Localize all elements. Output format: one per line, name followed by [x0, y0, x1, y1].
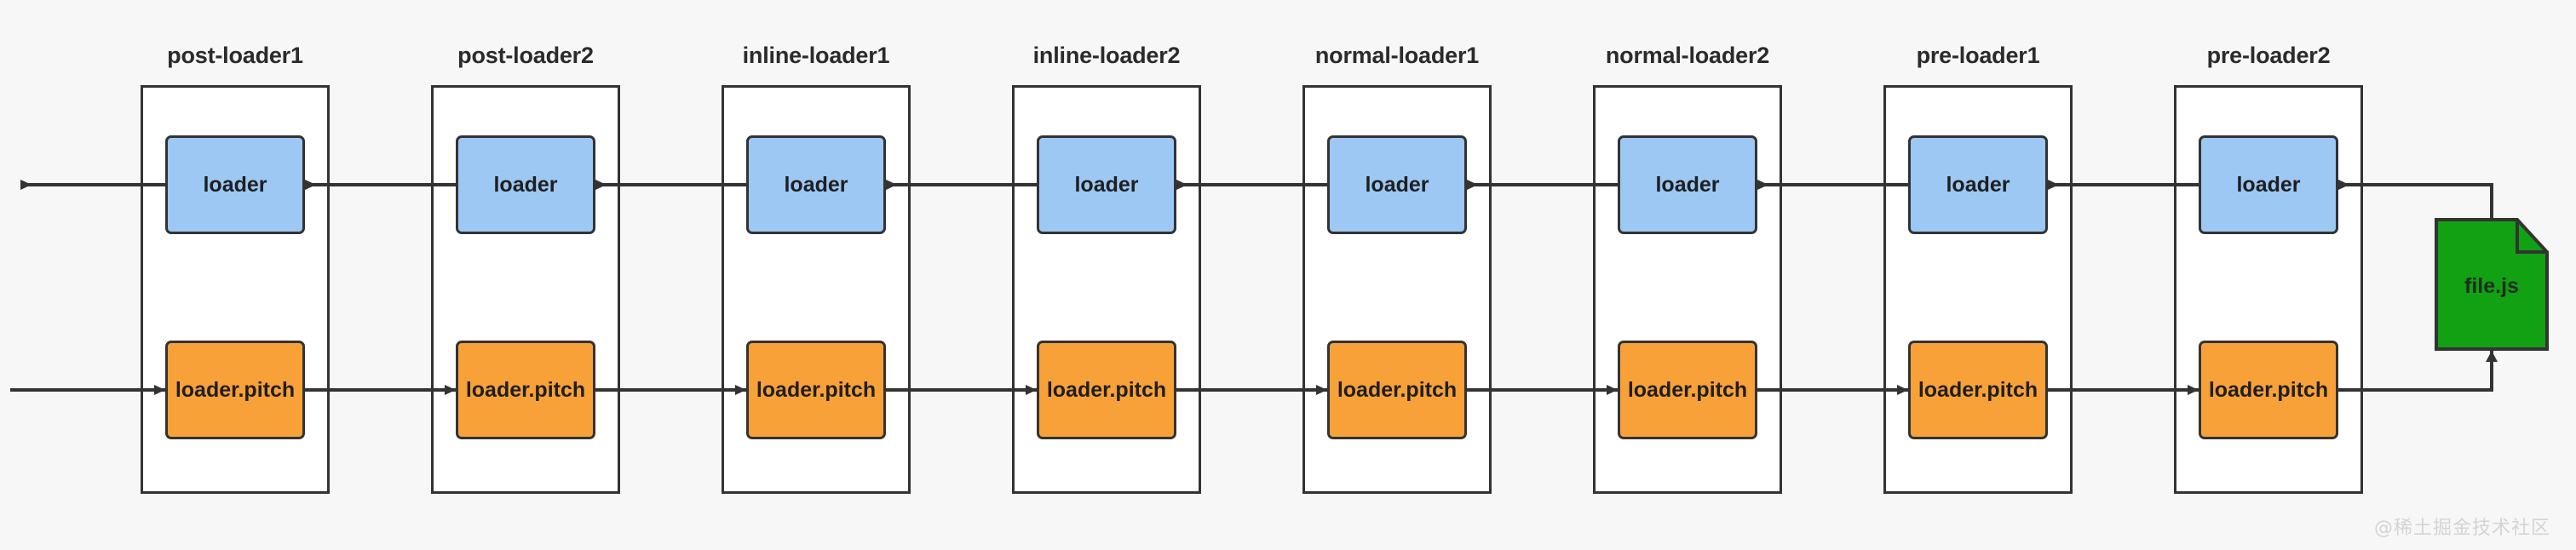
arrow-pitch-to-file [2338, 351, 2498, 392]
loader-node-pre-loader2[interactable]: loader [2199, 135, 2338, 234]
loader-node-normal-loader1[interactable]: loader [1327, 135, 1467, 234]
lane-title-normal-loader1: normal-loader1 [1314, 43, 1480, 68]
pitch-node-pre-loader1[interactable]: loader.pitch [1908, 341, 2048, 439]
lane-title-pre-loader2: pre-loader2 [2206, 43, 2331, 68]
lane-title-pre-loader1: pre-loader1 [1916, 43, 2040, 68]
lane-title-inline-loader1: inline-loader1 [742, 43, 890, 68]
loader-node-inline-loader1[interactable]: loader [746, 135, 886, 234]
loader-node-normal-loader2[interactable]: loader [1618, 135, 1757, 234]
arrow-file-to-loader [2338, 183, 2493, 220]
loader-node-inline-loader2[interactable]: loader [1037, 135, 1176, 234]
lane-title-inline-loader2: inline-loader2 [1032, 43, 1181, 68]
pitch-node-pre-loader2[interactable]: loader.pitch [2199, 341, 2338, 439]
loader-node-post-loader1[interactable]: loader [165, 135, 305, 234]
pitch-node-inline-loader2[interactable]: loader.pitch [1037, 341, 1176, 439]
pitch-node-inline-loader1[interactable]: loader.pitch [746, 341, 886, 439]
pitch-node-normal-loader1[interactable]: loader.pitch [1327, 341, 1467, 439]
pitch-node-post-loader1[interactable]: loader.pitch [165, 341, 305, 439]
lane-title-post-loader2: post-loader2 [457, 43, 594, 68]
pitch-node-normal-loader2[interactable]: loader.pitch [1618, 341, 1757, 439]
watermark: @稀土掘金技术社区 [2373, 518, 2550, 539]
pitch-node-post-loader2[interactable]: loader.pitch [456, 341, 595, 439]
loader-node-pre-loader1[interactable]: loader [1908, 135, 2048, 234]
lane-title-normal-loader2: normal-loader2 [1605, 43, 1770, 68]
loader-node-post-loader2[interactable]: loader [456, 135, 595, 234]
lane-title-post-loader1: post-loader1 [167, 43, 303, 68]
file-node-label: file.js [2464, 274, 2519, 298]
